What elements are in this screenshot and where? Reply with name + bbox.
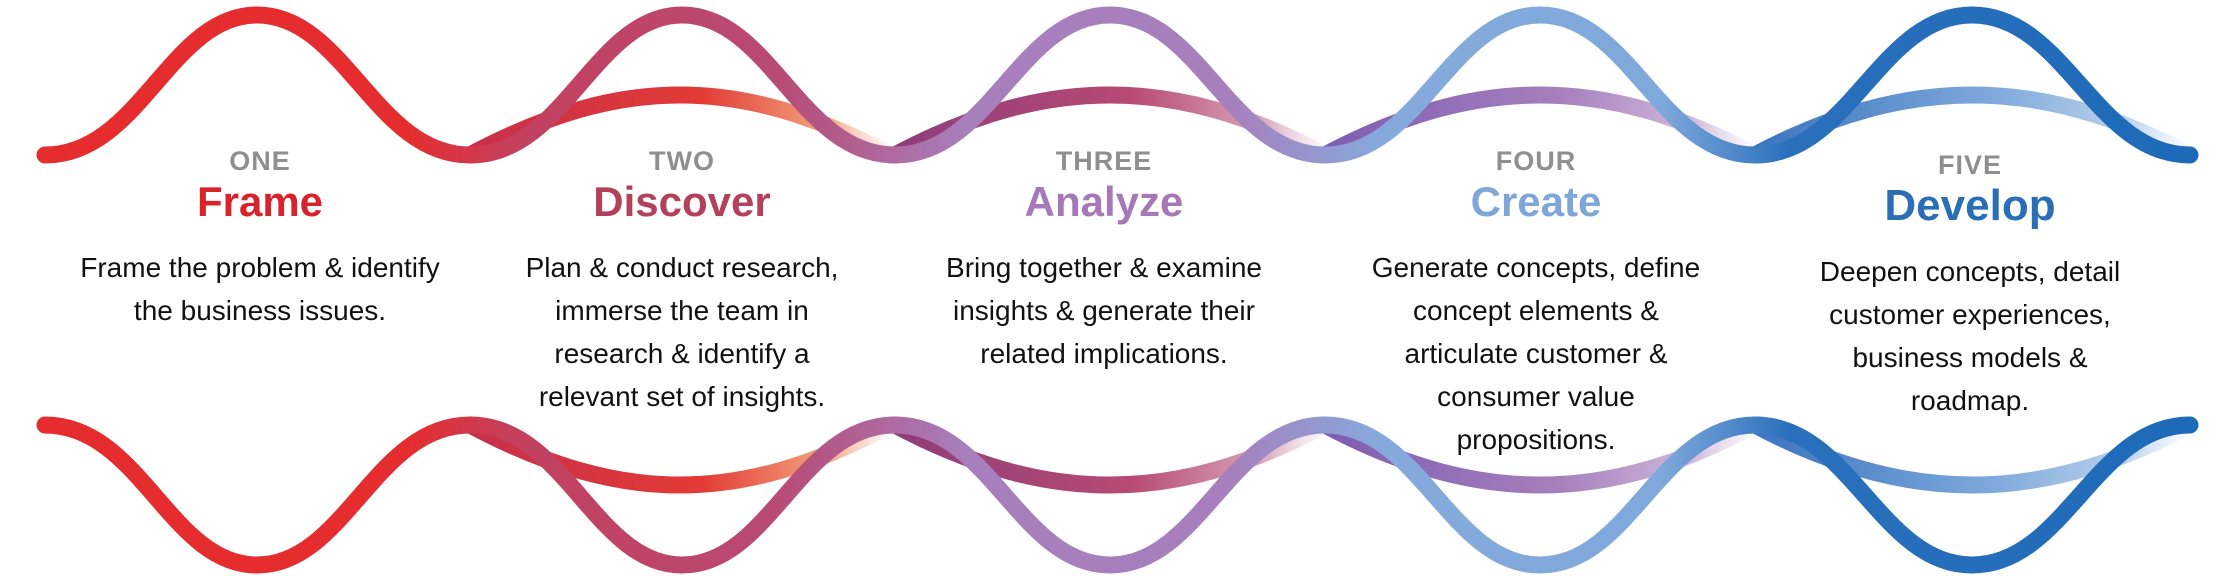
- stage-description: Frame the problem & identify the busines…: [80, 252, 440, 326]
- stage-title: Develop: [1884, 181, 2056, 230]
- stage-title: Discover: [593, 178, 771, 225]
- stage-develop: FIVE Develop Deepen concepts, detail cus…: [1780, 150, 2160, 422]
- stage-number: THREE: [1055, 146, 1153, 176]
- stage-description: Generate concepts, define concept elemen…: [1371, 252, 1701, 455]
- stage-title: Create: [1470, 178, 1602, 225]
- stage-title: Frame: [196, 178, 324, 225]
- stage-description: Bring together & examine insights & gene…: [946, 252, 1262, 369]
- stage-frame: ONE Frame Frame the problem & identify t…: [70, 146, 450, 332]
- stage-discover: TWO Discover Plan & conduct research, im…: [492, 146, 872, 418]
- bottom-main-wave: [36, 416, 2199, 574]
- stage-create: FOUR Create Generate concepts, define co…: [1346, 146, 1726, 461]
- stage-title: Analyze: [1024, 178, 1184, 225]
- stage-number: ONE: [229, 146, 291, 176]
- stage-description: Plan & conduct research, immerse the tea…: [525, 252, 839, 412]
- stage-analyze: THREE Analyze Bring together & examine i…: [914, 146, 1294, 375]
- stage-number: FIVE: [1937, 150, 2002, 180]
- stage-number: FOUR: [1495, 146, 1577, 176]
- top-main-wave: [36, 6, 2199, 164]
- stage-number: TWO: [649, 146, 715, 176]
- stage-description: Deepen concepts, detail customer experie…: [1819, 256, 2121, 416]
